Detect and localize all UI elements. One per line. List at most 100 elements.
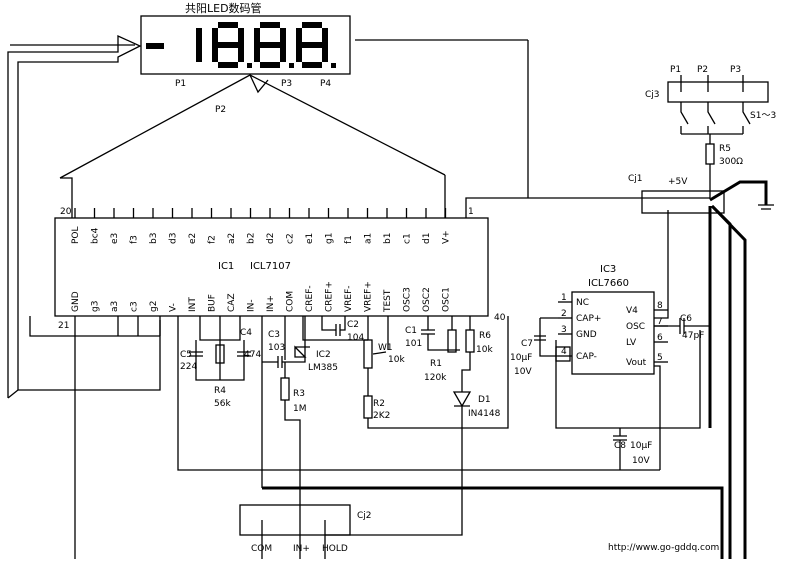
cj3-ref: Cj3 [645, 90, 660, 100]
w1-value: 10k [388, 355, 405, 365]
ic1-bottom-pin-label: VREF- [344, 285, 354, 312]
ic3-cap-wire [539, 317, 558, 357]
hold-wire [325, 520, 463, 536]
r6-ref: R6 [479, 331, 491, 341]
ic1-pin-40: 40 [494, 313, 506, 323]
r5-symbol [705, 143, 715, 165]
ic3-left-pin-name: GND [576, 330, 597, 340]
ic2-symbol [294, 345, 310, 358]
s1-s3-switches [680, 102, 751, 144]
ic3-right-pin-number: 6 [657, 333, 663, 343]
cj1-supply: +5V [668, 177, 688, 187]
ic1-top-pin-label: b2 [247, 233, 257, 244]
ic1-bottom-pin-label: g2 [149, 301, 159, 312]
ic1-bottom-pin-label: OSC3 [403, 287, 413, 312]
ic1-bottom-pin-label: INT [188, 297, 198, 312]
c4-value: 474 [244, 350, 261, 360]
display-pin-p3: P3 [281, 79, 292, 89]
ic2-label: IC2 [316, 350, 331, 360]
ic1-top-pin-label: a1 [364, 233, 374, 244]
ic3-right-pin-number: 8 [657, 301, 663, 311]
digit-3-decimal-point [289, 63, 294, 68]
ic1-top-pin-label: POL [71, 226, 81, 244]
display-frame [140, 15, 351, 75]
w1-symbol [363, 339, 373, 369]
display-title: 共阳LED数码管 [185, 1, 262, 15]
r6-to-d1 [461, 352, 471, 392]
ic3-label: IC3 [600, 264, 616, 275]
c4-symbol [237, 351, 251, 357]
ic1-top-pin-label: f1 [344, 235, 354, 244]
cj3-connector: P1 P2 P3 Cj3 S1～3 R5 300Ω [645, 65, 776, 167]
r3-wire [284, 362, 301, 520]
cj3-p2: P2 [697, 65, 708, 75]
digit-4-segment-a [302, 22, 322, 28]
r4-ref: R4 [214, 386, 226, 396]
vminus-wire [177, 316, 660, 471]
ic1-top-pin-label: e1 [305, 233, 315, 244]
ic1-label: IC1 [218, 261, 234, 272]
ic1-top-pin-label: d1 [422, 233, 432, 244]
ic1-bottom-pin-label: CREF- [305, 285, 315, 312]
r1-symbol [447, 329, 457, 353]
digit-3-segment-f [254, 28, 260, 45]
ic1-top-pin-label: d2 [266, 233, 276, 244]
ic1-bottom-pin-label: OSC1 [442, 287, 452, 312]
ic3-left-pin-number: 4 [561, 347, 567, 357]
ic1-pin-21: 21 [58, 321, 69, 331]
r1-value: 120k [424, 373, 447, 383]
arrow-base [7, 389, 19, 399]
vref-wires [367, 316, 389, 350]
ic2-part: LM385 [308, 363, 338, 373]
c5-ref: C5 [180, 350, 192, 360]
ic1-top-pin-label: c1 [403, 233, 413, 244]
digit-3-segment-a [260, 22, 280, 28]
ic1-bottom-pin-label: c3 [130, 301, 140, 312]
r2-return-wire [367, 316, 509, 429]
cj1-connector: Cj1 +5V [628, 164, 774, 559]
c5-value: 224 [180, 362, 197, 372]
ic1-bottom-pin-label: COM [286, 291, 296, 312]
ic1-bottom-pin-label: V- [169, 303, 179, 312]
c1-value: 101 [405, 339, 422, 349]
c3-value: 103 [268, 343, 285, 353]
ic1-top-pin-label: f3 [130, 235, 140, 244]
r5-value: 300Ω [719, 157, 743, 167]
r2-symbol [363, 395, 373, 419]
ic1-bottom-pin-label: OSC2 [422, 287, 432, 312]
digit-2-decimal-point [247, 63, 252, 68]
ic1-pin-20: 20 [60, 207, 72, 217]
ic1-bottom-pin-label: BUF [208, 294, 218, 312]
cj1-body [641, 190, 725, 214]
d1-value: IN4148 [468, 409, 501, 419]
c7-voltage: 10V [514, 367, 532, 377]
arrow-outline [7, 34, 161, 398]
ic1-bottom-pin-label: IN- [247, 299, 257, 312]
display-minus-segment [146, 43, 164, 49]
c3-symbol [262, 316, 306, 368]
ic3-right-pin-number: 7 [657, 317, 663, 327]
cj3-p3: P3 [730, 65, 741, 75]
digit-4-segment-c [322, 45, 328, 62]
r6-value: 10k [476, 345, 493, 355]
display-feedback-arrow [7, 34, 161, 399]
d1-ref: D1 [478, 395, 491, 405]
digit-3-segment-g [260, 42, 280, 48]
ic1-bottom-pin-label: TEST [383, 289, 393, 313]
cj2-body [239, 504, 351, 536]
digit-4-segment-d [302, 62, 322, 68]
ic1-top-pin-label: V+ [442, 230, 452, 244]
digit-4-segment-b [322, 28, 328, 45]
segment-bus [59, 74, 446, 218]
oscillator-network: C1 101 R1 120k R6 10k D1 IN4148 [405, 316, 501, 520]
c3-ref: C3 [268, 330, 280, 340]
cj2-ref: Cj2 [357, 511, 372, 521]
c1-ref: C1 [405, 326, 417, 336]
digit-4-segment-f [296, 28, 302, 45]
digit-1-segment-b [196, 28, 202, 45]
w1-ref: W1 [378, 343, 393, 353]
digit-1-segment-c [196, 45, 202, 62]
r2-ref: R2 [373, 399, 385, 409]
cj1-out-lead-2 [710, 204, 747, 559]
